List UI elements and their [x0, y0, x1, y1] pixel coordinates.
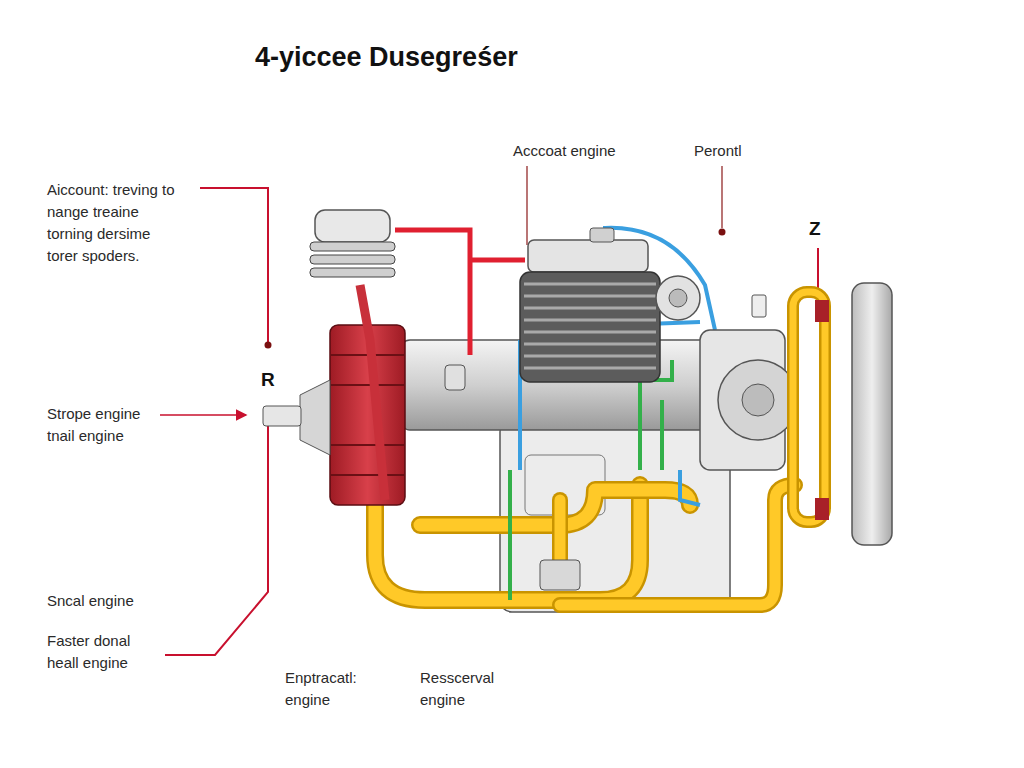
nose-cone	[300, 380, 330, 455]
callout-label: Perontl	[694, 140, 784, 162]
yellow-pipes	[375, 485, 795, 605]
ring-clamp	[815, 300, 829, 322]
red-pipe	[470, 258, 525, 263]
callout-label: Resscerval engine	[420, 667, 520, 711]
callout-label: Sncal engine	[47, 590, 177, 612]
connecting-rod	[360, 285, 385, 500]
gearbox	[700, 330, 785, 470]
leader-line	[721, 166, 722, 228]
piston-top	[315, 210, 390, 242]
diagram-title: 4-yiccee Dusegreśer	[255, 42, 518, 73]
flywheel	[852, 283, 892, 545]
gear-cover	[718, 360, 798, 440]
turbo-hub	[669, 289, 687, 307]
valve	[540, 560, 580, 590]
leader-arrow	[160, 414, 246, 416]
callout-label: Strope engine tnail engine	[47, 403, 159, 447]
cap-fitting	[590, 228, 614, 242]
leader-line	[165, 425, 268, 655]
housing-flanges	[330, 355, 405, 475]
cooling-fins	[524, 284, 656, 368]
shaft-tip	[263, 406, 301, 426]
callout-label: Acccoat engine	[513, 140, 663, 162]
leader-line	[817, 248, 819, 292]
gear-hub	[742, 384, 774, 416]
green-pipes	[510, 360, 672, 600]
cylinder-cap	[528, 240, 648, 272]
leader-line	[200, 188, 268, 342]
callout-label: Faster donal heall engine	[47, 630, 159, 674]
red-pipe	[395, 230, 470, 355]
blue-pipes	[520, 228, 715, 505]
leader-dot	[265, 342, 272, 349]
shaft-detail	[445, 365, 465, 390]
ring-clamp	[815, 498, 829, 520]
callout-label: Enptracatl: engine	[285, 667, 385, 711]
yellow-ring	[793, 292, 825, 522]
yellow-ring	[793, 292, 825, 522]
sensor	[752, 295, 766, 317]
callout-letter: R	[261, 369, 285, 391]
callout-label: Aiccount: treving to nange treaine torni…	[47, 179, 182, 267]
callout-letter: Z	[809, 218, 833, 240]
cylinder-block	[520, 272, 660, 382]
leader-dot	[719, 229, 726, 236]
leader-line	[526, 166, 527, 245]
piston-fins	[310, 242, 395, 277]
turbo	[656, 276, 700, 320]
